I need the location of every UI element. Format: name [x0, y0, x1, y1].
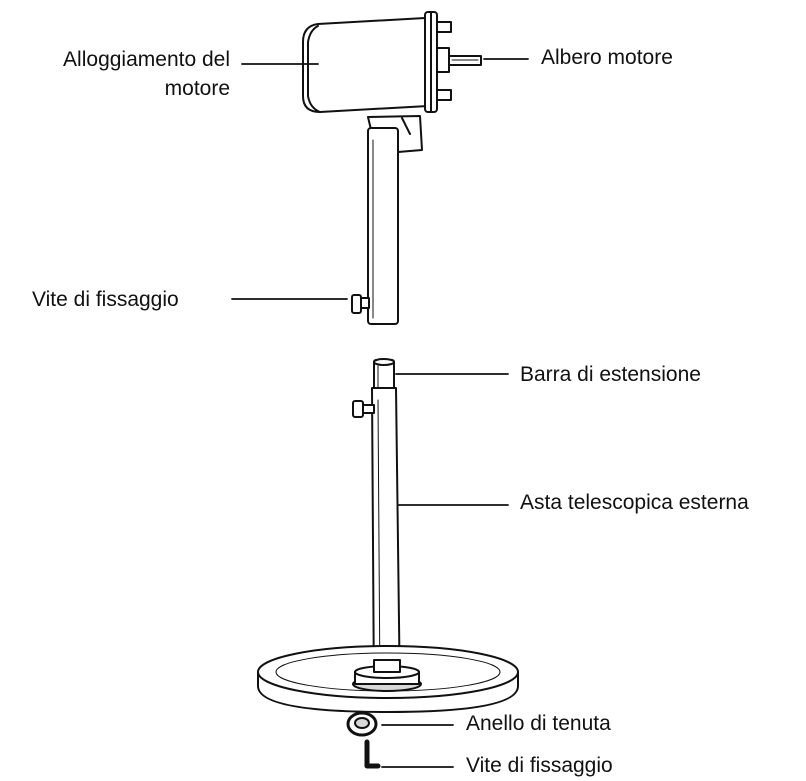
label-motor-housing-line1: Alloggiamento del: [63, 48, 230, 71]
label-extension-bar: Barra di estensione: [520, 363, 701, 386]
sealing-ring: [346, 711, 378, 737]
upper-tube: [351, 127, 399, 325]
label-motor-shaft: Albero motore: [541, 46, 673, 69]
label-fixing-screw-bottom: Vite di fissaggio: [466, 754, 613, 777]
label-motor-housing-line2: motore: [164, 77, 230, 100]
bottom-fixing-screw: [364, 739, 381, 769]
label-outer-telescopic-rod: Asta telescopica esterna: [520, 491, 749, 514]
label-sealing-ring: Anello di tenuta: [466, 712, 611, 735]
motor-housing: [302, 11, 438, 113]
motor-shaft: [436, 21, 482, 101]
extension-bar: [373, 358, 395, 391]
leader-lines: [231, 58, 529, 768]
base-plate: [257, 645, 519, 713]
label-fixing-screw-top: Vite di fissaggio: [32, 288, 179, 311]
label-motor-housing: Alloggiamento del motore: [0, 45, 230, 103]
